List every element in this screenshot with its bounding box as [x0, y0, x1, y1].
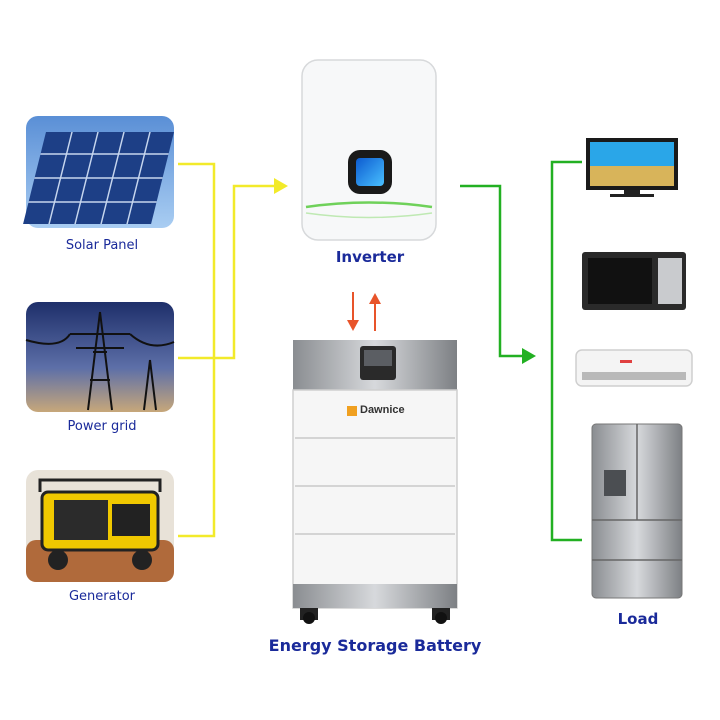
output-connection-lines — [460, 160, 582, 542]
output-arrow-head — [522, 348, 536, 364]
tv-icon — [586, 138, 678, 197]
battery-cabinet-icon — [292, 340, 458, 624]
generator-icon — [26, 470, 174, 582]
load-label: Load — [617, 610, 659, 628]
microwave-icon — [582, 252, 686, 310]
battery-label: Energy Storage Battery — [268, 636, 482, 655]
inverter-label: Inverter — [335, 248, 405, 266]
refrigerator-icon — [591, 423, 683, 599]
input-connection-lines — [178, 162, 276, 538]
power-grid-label: Power grid — [67, 419, 137, 434]
inverter-icon — [301, 59, 437, 241]
input-arrow-head — [274, 178, 288, 194]
bidirectional-arrows — [347, 292, 381, 331]
power-grid-icon — [25, 302, 175, 412]
battery-brand-logo: Dawnice — [360, 404, 405, 416]
solar-panel-label: Solar Panel — [65, 238, 139, 253]
generator-label: Generator — [68, 589, 135, 604]
solar-panel-icon — [23, 116, 175, 228]
air-conditioner-icon — [575, 349, 693, 387]
